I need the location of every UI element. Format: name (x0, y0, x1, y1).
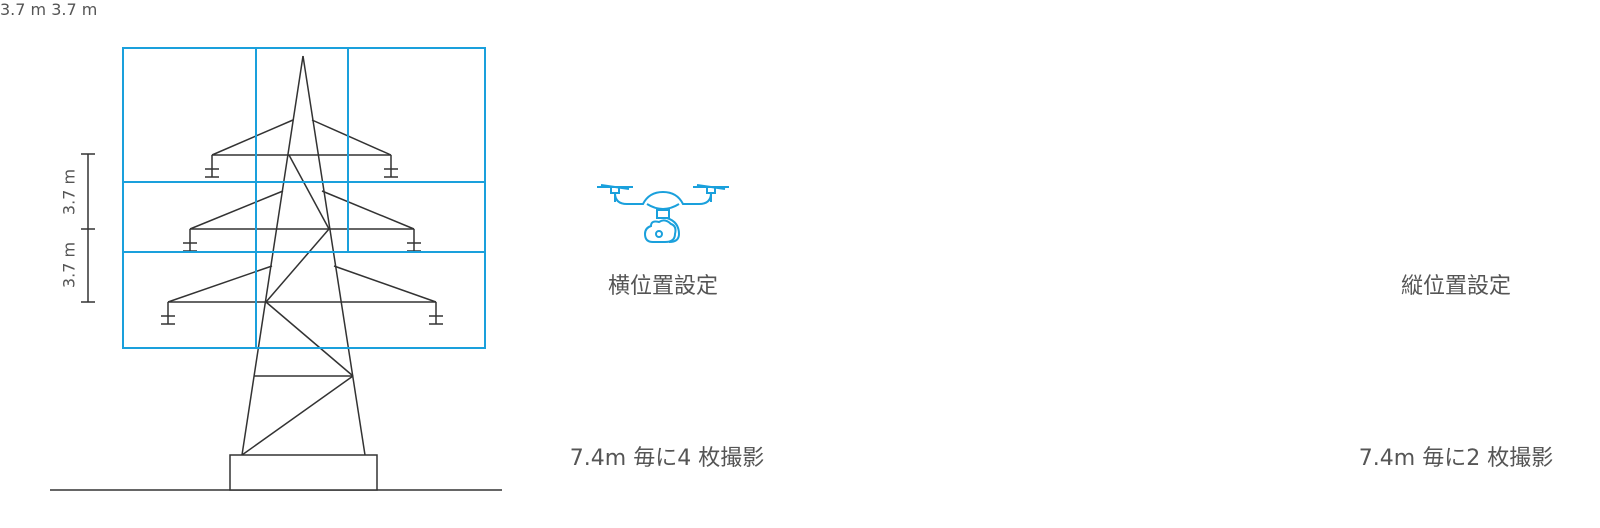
dimension-label-top: 3.7 m (60, 169, 79, 215)
drone-icon (597, 184, 729, 243)
mode-label-landscape: 横位置設定 (607, 274, 719, 299)
shot-label-landscape: 7.4m 毎に4 枚撮影 (569, 446, 765, 471)
shot-label-portrait: 7.4m 毎に2 枚撮影 (1358, 446, 1554, 471)
transmission-tower (161, 55, 443, 491)
mode-label-portrait: 縦位置設定 (1400, 274, 1512, 299)
dimension-marker (81, 153, 95, 303)
panel-landscape: 3.7 m 3.7 m (50, 47, 729, 491)
dimension-label-bottom: 3.7 m (60, 242, 79, 288)
photo-frames-grid (122, 47, 486, 349)
dimension-label-bottom: 3.7 m (51, 0, 98, 19)
panel-portrait: 3.7 m 3.7 m (0, 0, 97, 19)
dimension-label-top: 3.7 m (0, 0, 47, 19)
ground-line: 3.7 m 3.7 m (0, 0, 97, 19)
